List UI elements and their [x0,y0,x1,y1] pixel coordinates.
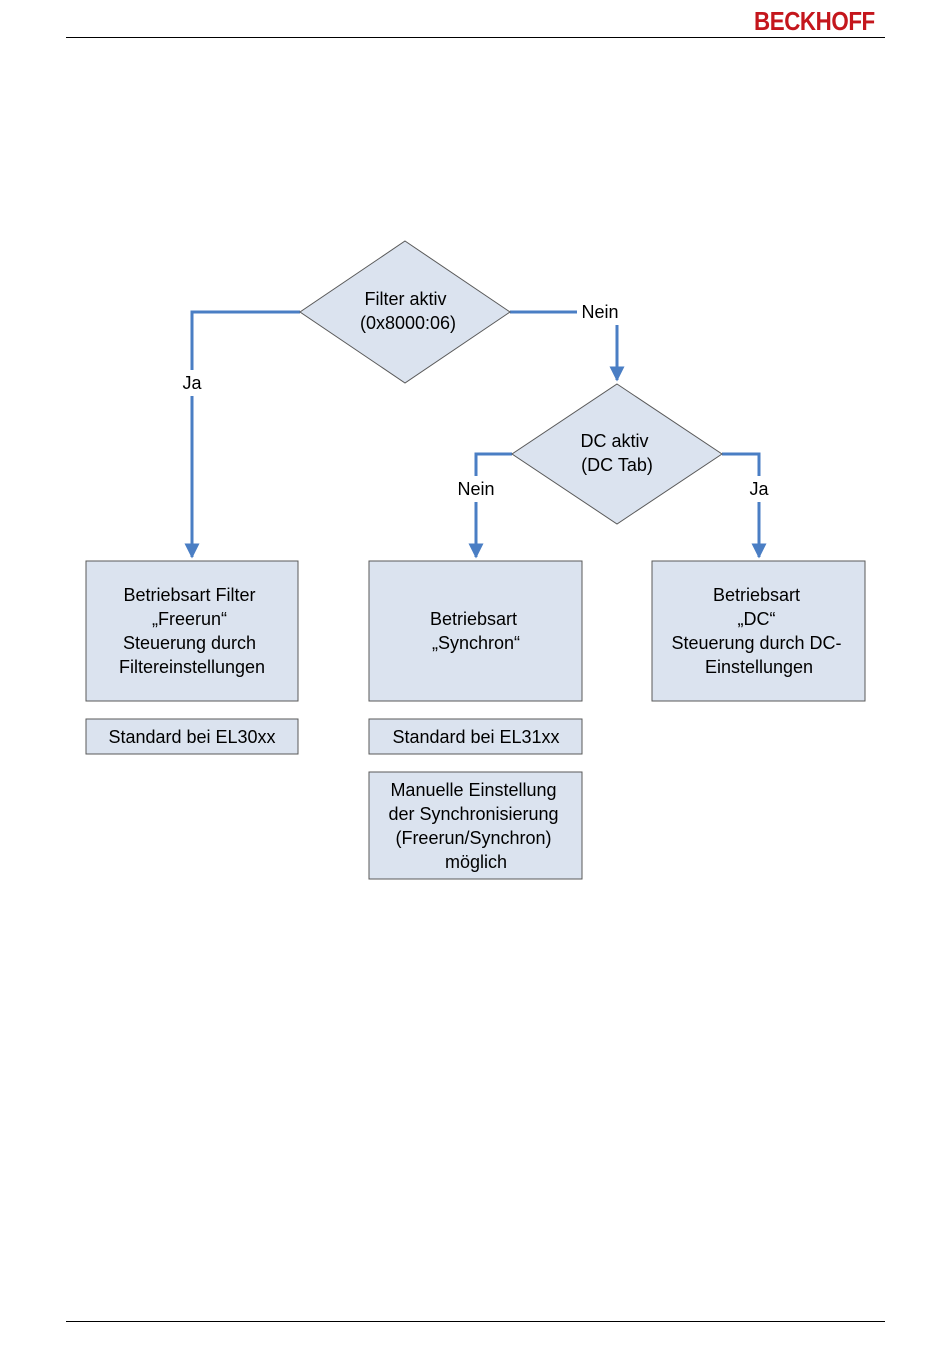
note-standard-el30xx [85,718,299,755]
note-standard-el31xx [368,718,583,755]
footer-rule [66,1321,885,1322]
decision-filter-label: Filter aktiv (0x8000:06) [360,289,456,333]
beckhoff-logo: BECKHOFF [754,6,875,36]
decision-filter-diamond [299,240,511,384]
box-dc-label: Betriebsart „DC“ Steuerung durch DC- Ein… [671,585,846,677]
edge-label-dc-no: Nein [457,479,494,499]
box-synchron [368,560,583,702]
decision-dc-label: DC aktiv (DC Tab) [580,431,653,475]
decision-dc-diamond [511,383,723,525]
note-el30xx-label: Standard bei EL30xx [108,727,275,747]
note-manual-sync [368,771,583,880]
edge-label-dc-yes: Ja [749,479,769,499]
box-filter-label: Betriebsart Filter „Freerun“ Steuerung d… [119,585,265,677]
edge-label-filter-yes: Ja [182,373,202,393]
box-synchron-label: Betriebsart „Synchron“ [430,609,522,653]
box-filter-freerun [85,560,299,702]
note-manual-sync-label: Manuelle Einstellung der Synchronisierun… [388,780,563,872]
note-el31xx-label: Standard bei EL31xx [392,727,559,747]
box-dc [651,560,866,702]
connector-filter-yes [184,310,300,559]
connector-dc-no [468,452,512,559]
connector-dc-yes [722,452,767,559]
header-rule [66,37,885,38]
edge-label-filter-no: Nein [581,302,618,322]
